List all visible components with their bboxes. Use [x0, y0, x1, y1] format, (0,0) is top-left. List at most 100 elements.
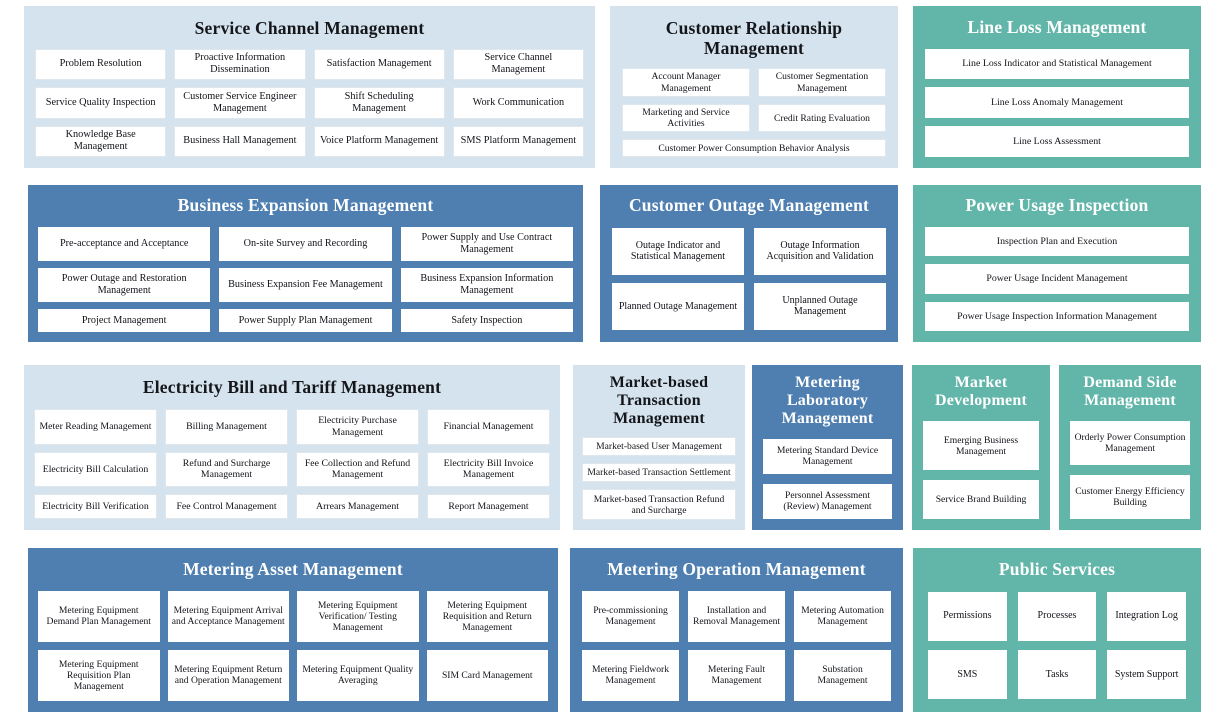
panel-title: Metering Operation Management [607, 559, 866, 579]
tile-satisfaction-management[interactable]: Satisfaction Management [313, 48, 445, 81]
tile-permissions[interactable]: Permissions [928, 591, 1007, 641]
tile-metering-fault-management[interactable]: Metering Fault Management [688, 649, 785, 701]
tile-project-management[interactable]: Project Management [38, 309, 211, 332]
tile-unplanned-outage-management[interactable]: Unplanned Outage Management [754, 282, 886, 330]
panel-customer-outage-management: Customer Outage Management Outage Indica… [600, 185, 898, 342]
tile-metering-equipment-return-and-operation-management[interactable]: Metering Equipment Return and Operation … [167, 649, 289, 701]
tile-account-manager-management[interactable]: Account Manager Management [622, 68, 750, 97]
tile-grid: Orderly Power Consumption Management Cus… [1070, 420, 1190, 519]
tile-service-quality-inspection[interactable]: Service Quality Inspection [35, 87, 167, 119]
tile-voice-platform-management[interactable]: Voice Platform Management [313, 125, 445, 157]
tile-sms[interactable]: SMS [928, 649, 1007, 699]
tile-proactive-information-dissemination[interactable]: Proactive Information Dissemination [174, 48, 306, 81]
tile-system-support[interactable]: System Support [1107, 649, 1186, 699]
tile-marketing-and-service-activities[interactable]: Marketing and Service Activities [622, 103, 750, 133]
tile-pre-acceptance-and-acceptance[interactable]: Pre-acceptance and Acceptance [38, 226, 211, 261]
tile-service-brand-building[interactable]: Service Brand Building [923, 480, 1039, 519]
tile-electricity-bill-verification[interactable]: Electricity Bill Verification [34, 494, 157, 519]
tile-business-expansion-information-management[interactable]: Business Expansion Information Managemen… [400, 268, 573, 303]
tile-integration-log[interactable]: Integration Log [1107, 591, 1186, 641]
tile-inspection-plan-and-execution[interactable]: Inspection Plan and Execution [925, 226, 1189, 257]
tile-electricity-bill-invoice-management[interactable]: Electricity Bill Invoice Management [427, 451, 550, 488]
tile-line-loss-indicator-and-statistical-management[interactable]: Line Loss Indicator and Statistical Mana… [925, 48, 1189, 80]
tile-metering-equipment-quality-averaging[interactable]: Metering Equipment Quality Averaging [297, 649, 419, 701]
tile-customer-power-consumption-behavior-analysis[interactable]: Customer Power Consumption Behavior Anal… [622, 139, 886, 157]
tile-pre-commissioning-management[interactable]: Pre-commissioning Management [582, 590, 679, 642]
tile-market-based-transaction-settlement[interactable]: Market-based Transaction Settlement [582, 463, 736, 483]
tile-refund-and-surcharge-management[interactable]: Refund and Surcharge Management [165, 451, 288, 488]
tile-work-communication[interactable]: Work Communication [452, 87, 584, 119]
tile-substation-management[interactable]: Substation Management [794, 649, 891, 701]
tile-report-management[interactable]: Report Management [427, 494, 550, 519]
tile-shift-scheduling-management[interactable]: Shift Scheduling Management [313, 87, 445, 119]
tile-sim-card-management[interactable]: SIM Card Management [426, 649, 548, 701]
tile-on-site-survey-and-recording[interactable]: On-site Survey and Recording [219, 226, 392, 261]
tile-sms-platform-management[interactable]: SMS Platform Management [452, 125, 584, 157]
tile-metering-automation-management[interactable]: Metering Automation Management [794, 590, 891, 642]
panel-title: Market-based Transaction Management [609, 374, 709, 427]
tile-personnel-assessment-review-management[interactable]: Personnel Assessment (Review) Management [763, 483, 892, 519]
panel-title: Market Development [935, 374, 1027, 409]
panel-title: Customer Relationship Management [665, 18, 843, 58]
tile-credit-rating-evaluation[interactable]: Credit Rating Evaluation [758, 103, 886, 133]
tile-metering-equipment-verification-testing-management[interactable]: Metering Equipment Verification/ Testing… [297, 590, 419, 642]
tile-electricity-bill-calculation[interactable]: Electricity Bill Calculation [34, 451, 157, 488]
tile-grid: Pre-acceptance and Acceptance On-site Su… [38, 226, 573, 332]
tile-grid: Line Loss Indicator and Statistical Mana… [925, 48, 1189, 157]
tile-financial-management[interactable]: Financial Management [427, 408, 550, 445]
tile-power-usage-inspection-information-management[interactable]: Power Usage Inspection Information Manag… [925, 301, 1189, 331]
tile-billing-management[interactable]: Billing Management [165, 408, 288, 445]
tile-customer-segmentation-management[interactable]: Customer Segmentation Management [758, 68, 886, 97]
tile-electricity-purchase-management[interactable]: Electricity Purchase Management [296, 408, 419, 445]
tile-arrears-management[interactable]: Arrears Management [296, 494, 419, 519]
tile-meter-reading-management[interactable]: Meter Reading Management [34, 408, 157, 445]
tile-power-supply-and-use-contract-management[interactable]: Power Supply and Use Contract Management [400, 226, 573, 261]
panel-metering-operation-management: Metering Operation Management Pre-commis… [570, 548, 903, 712]
tile-fee-collection-and-refund-management[interactable]: Fee Collection and Refund Management [296, 451, 419, 488]
tile-power-usage-incident-management[interactable]: Power Usage Incident Management [925, 264, 1189, 294]
tile-business-expansion-fee-management[interactable]: Business Expansion Fee Management [219, 268, 392, 303]
tile-market-based-user-management[interactable]: Market-based User Management [582, 436, 736, 457]
tile-emerging-business-management[interactable]: Emerging Business Management [923, 420, 1039, 471]
tile-installation-and-removal-management[interactable]: Installation and Removal Management [688, 590, 785, 642]
tile-grid: Emerging Business Management Service Bra… [923, 420, 1039, 519]
tile-problem-resolution[interactable]: Problem Resolution [35, 48, 167, 81]
tile-power-supply-plan-management[interactable]: Power Supply Plan Management [219, 309, 392, 332]
tile-metering-equipment-requisition-plan-management[interactable]: Metering Equipment Requisition Plan Mana… [38, 649, 160, 701]
tile-metering-equipment-arrival-and-acceptance-management[interactable]: Metering Equipment Arrival and Acceptanc… [167, 590, 289, 642]
tile-grid: Outage Indicator and Statistical Managem… [612, 227, 886, 330]
tile-customer-service-engineer-management[interactable]: Customer Service Engineer Management [174, 87, 306, 119]
tile-fee-control-management[interactable]: Fee Control Management [165, 494, 288, 519]
tile-metering-fieldwork-management[interactable]: Metering Fieldwork Management [582, 649, 679, 701]
tile-orderly-power-consumption-management[interactable]: Orderly Power Consumption Management [1070, 420, 1190, 465]
panel-customer-relationship-management: Customer Relationship Management Account… [610, 6, 898, 168]
tile-market-based-transaction-refund-and-surcharge[interactable]: Market-based Transaction Refund and Surc… [582, 489, 736, 520]
tile-metering-standard-device-management[interactable]: Metering Standard Device Management [763, 438, 892, 474]
tile-business-hall-management[interactable]: Business Hall Management [174, 125, 306, 157]
panel-metering-laboratory-management: Metering Laboratory Management Metering … [752, 365, 903, 530]
tile-safety-inspection[interactable]: Safety Inspection [400, 309, 573, 332]
tile-outage-information-acquisition-and-validation[interactable]: Outage Information Acquisition and Valid… [754, 227, 886, 275]
tile-planned-outage-management[interactable]: Planned Outage Management [612, 282, 744, 330]
tile-power-outage-and-restoration-management[interactable]: Power Outage and Restoration Management [38, 268, 211, 303]
panel-demand-side-management: Demand Side Management Orderly Power Con… [1059, 365, 1201, 530]
panel-title: Business Expansion Management [177, 195, 434, 215]
tile-metering-equipment-demand-plan-management[interactable]: Metering Equipment Demand Plan Managemen… [38, 590, 160, 642]
tile-line-loss-anomaly-management[interactable]: Line Loss Anomaly Management [925, 87, 1189, 119]
panel-electricity-bill-and-tariff-management: Electricity Bill and Tariff Management M… [24, 365, 560, 530]
tile-line-loss-assessment[interactable]: Line Loss Assessment [925, 126, 1189, 157]
panel-title: Customer Outage Management [628, 195, 870, 215]
tile-grid: Pre-commissioning Management Installatio… [582, 590, 891, 701]
tile-processes[interactable]: Processes [1017, 591, 1097, 641]
tile-grid: Account Manager Management Customer Segm… [622, 68, 886, 157]
panel-title: Electricity Bill and Tariff Management [142, 377, 442, 397]
tile-outage-indicator-and-statistical-management[interactable]: Outage Indicator and Statistical Managem… [612, 227, 744, 275]
tile-grid: Meter Reading Management Billing Managem… [34, 408, 550, 519]
tile-service-channel-management[interactable]: Service Channel Management [452, 48, 584, 81]
panel-metering-asset-management: Metering Asset Management Metering Equip… [28, 548, 558, 712]
tile-metering-equipment-requisition-and-return-management[interactable]: Metering Equipment Requisition and Retur… [426, 590, 548, 642]
tile-tasks[interactable]: Tasks [1017, 649, 1097, 699]
tile-customer-energy-efficiency-building[interactable]: Customer Energy Efficiency Building [1070, 474, 1190, 519]
tile-knowledge-base-management[interactable]: Knowledge Base Management [35, 125, 167, 157]
